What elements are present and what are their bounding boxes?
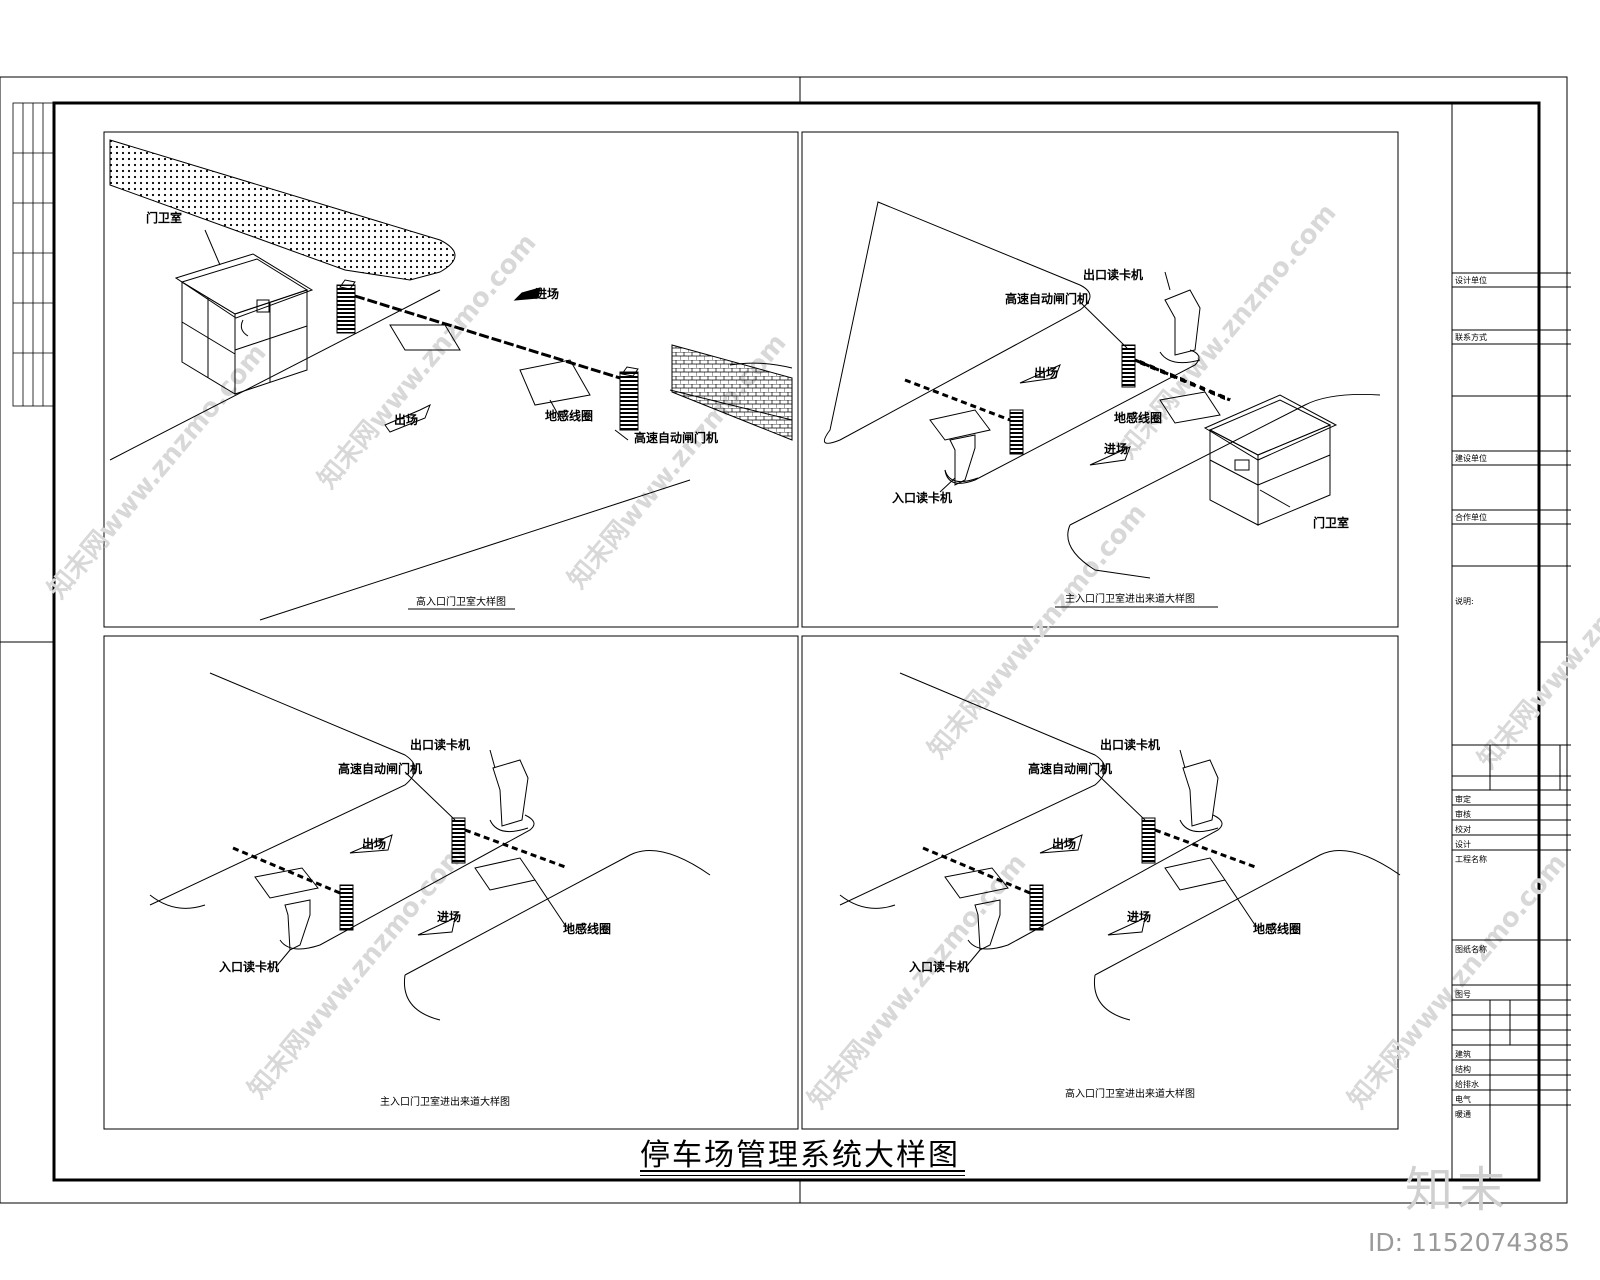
- loop-label: 地感线圈: [1253, 921, 1301, 936]
- panel-4-caption: 高入口门卫室进出来道大样图: [1065, 1087, 1195, 1100]
- entry-reader-label: 入口读卡机: [892, 490, 952, 505]
- watermarks: 知末网www.znzmo.com 知末网www.znzmo.com 知末网www…: [42, 198, 1600, 1114]
- binding-strip: [12, 102, 54, 407]
- tb-drawing-name: 图纸名称: [1455, 944, 1487, 954]
- watermark: 知末网www.znzmo.com: [922, 498, 1152, 764]
- panel-3-drawing: [149, 672, 711, 1021]
- sheet-title: 停车场管理系统大样图: [640, 1138, 960, 1173]
- tb-sign: 电气: [1455, 1094, 1471, 1104]
- guard-room-2: [1203, 394, 1338, 526]
- tb-project-name: 工程名称: [1455, 854, 1487, 864]
- tb-sign: 建筑: [1455, 1049, 1471, 1059]
- barrier-label: 高速自动闸门机: [634, 430, 718, 445]
- exit-reader-4: [1182, 759, 1219, 827]
- panel-2-drawing: [823, 201, 1381, 579]
- entry-reader-label: 入口读卡机: [909, 959, 969, 974]
- exit-label: 出场: [1034, 365, 1058, 380]
- loop-label: 地感线圈: [545, 408, 593, 423]
- guard-room-label: 门卫室: [146, 210, 182, 225]
- tb-partner: 合作单位: [1455, 512, 1487, 522]
- watermark: 知末网www.znzmo.com: [802, 848, 1032, 1114]
- title-underline: [640, 1170, 965, 1172]
- exit-label: 出场: [362, 836, 386, 851]
- zhimo-logo: 知末: [1405, 1162, 1510, 1218]
- panel-1-caption: 高入口门卫室大样图: [416, 595, 506, 608]
- panel-frames: [103, 131, 1399, 1130]
- title-block-text: 设计单位 联系方式 建设单位 合作单位 说明: 审定 审核 校对 设计 工程名称…: [1455, 275, 1487, 1119]
- entry-reader-4: [974, 899, 1001, 951]
- tb-row: 审定: [1455, 794, 1471, 804]
- exit-reader-label: 出口读卡机: [410, 737, 470, 752]
- barrier-label: 高速自动闸门机: [1005, 291, 1089, 306]
- tb-sign: 给排水: [1455, 1079, 1479, 1089]
- enter-label: 进场: [535, 286, 559, 301]
- tb-row: 校对: [1455, 824, 1471, 834]
- watermark: 知末网www.znzmo.com: [42, 338, 272, 604]
- tb-notes-heading: 说明:: [1455, 596, 1474, 606]
- panel-2-caption: 主入口门卫室进出来道大样图: [1065, 592, 1195, 605]
- sheet-frame: [0, 76, 1568, 1204]
- panel-1-drawing: [109, 139, 793, 621]
- tb-contact: 联系方式: [1455, 332, 1487, 342]
- tb-sign: 暖通: [1455, 1109, 1471, 1119]
- panel-1-labels: 门卫室 进场 出场 地感线圈 高速自动闸门机 高入口门卫室大样图: [146, 210, 718, 610]
- title-underline: [640, 1175, 965, 1176]
- panel-4-drawing: [839, 672, 1401, 1021]
- tb-row: 设计: [1455, 839, 1471, 849]
- enter-label: 进场: [437, 909, 461, 924]
- exit-reader-3: [492, 759, 529, 827]
- exit-reader-label: 出口读卡机: [1100, 737, 1160, 752]
- entry-reader-label: 入口读卡机: [219, 959, 279, 974]
- title-block: [1451, 103, 1571, 1180]
- panel-3-caption: 主入口门卫室进出来道大样图: [380, 1095, 510, 1108]
- tb-design-unit: 设计单位: [1455, 275, 1487, 285]
- guard-room-label: 门卫室: [1313, 515, 1349, 530]
- entry-reader-2: [949, 434, 976, 486]
- tb-drawing-no: 图号: [1455, 990, 1471, 999]
- guard-room-1: [174, 253, 314, 395]
- barrier-label: 高速自动闸门机: [1028, 761, 1112, 776]
- barrier-gate-1a: [336, 284, 356, 334]
- barrier-label: 高速自动闸门机: [338, 761, 422, 776]
- watermark: 知末网www.znzmo.com: [1472, 508, 1600, 774]
- tb-client: 建设单位: [1455, 453, 1487, 463]
- loop-label: 地感线圈: [1114, 410, 1162, 425]
- enter-label: 进场: [1127, 909, 1151, 924]
- exit-reader-2: [1164, 289, 1201, 356]
- image-id: ID: 1152074385: [1368, 1228, 1571, 1257]
- panel-4-labels: 出口读卡机 高速自动闸门机 出场 进场 地感线圈 入口读卡机 高入口门卫室进出来…: [909, 737, 1301, 1100]
- panel-3-labels: 出口读卡机 高速自动闸门机 出场 进场 地感线圈 入口读卡机 主入口门卫室进出来…: [219, 737, 611, 1108]
- loop-label: 地感线圈: [563, 921, 611, 936]
- exit-label: 出场: [394, 412, 418, 427]
- exit-label: 出场: [1052, 836, 1076, 851]
- tb-sign: 结构: [1455, 1064, 1471, 1074]
- entry-reader-3: [284, 899, 311, 951]
- exit-reader-label: 出口读卡机: [1083, 267, 1143, 282]
- panel-2-labels: 出口读卡机 高速自动闸门机 出场 地感线圈 进场 入口读卡机 门卫室 主入口门卫…: [892, 267, 1349, 608]
- barrier-gate-1b: [619, 371, 639, 431]
- tb-row: 审核: [1455, 809, 1471, 819]
- enter-label: 进场: [1104, 441, 1128, 456]
